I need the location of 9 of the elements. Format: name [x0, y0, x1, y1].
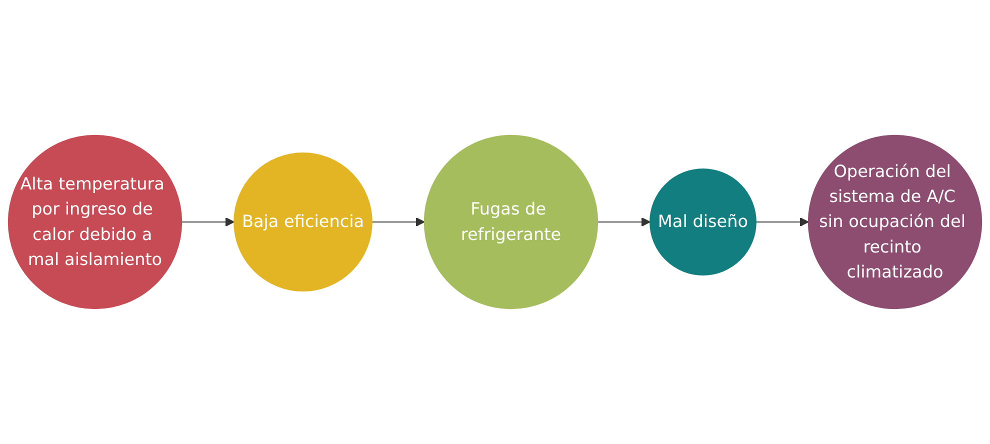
arrow: [372, 217, 425, 227]
node-circle: Operación del sistema de A/C sin ocupación del recinto climatizado: [808, 134, 982, 310]
node-circle: Baja eficiencia: [234, 152, 372, 292]
node-circle: Mal diseño: [650, 168, 756, 276]
arrow: [756, 217, 809, 227]
arrow: [182, 217, 234, 227]
node-circle: Alta temperatura por ingreso de calor debido a mal aislamiento: [8, 134, 182, 310]
node-circle: Fugas de refrigerante: [424, 134, 598, 310]
arrow: [598, 217, 650, 227]
